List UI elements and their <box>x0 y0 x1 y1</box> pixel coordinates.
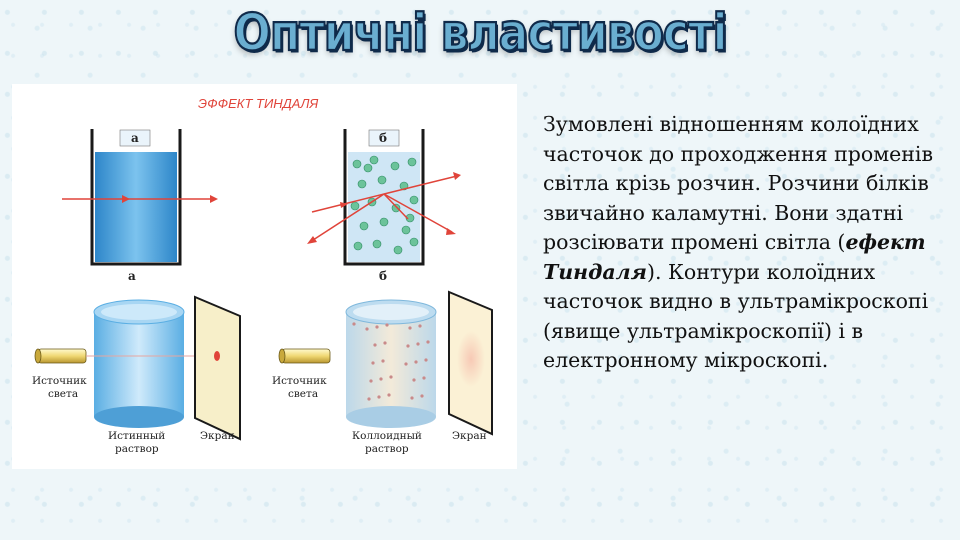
label-a-bottom: а <box>128 269 136 283</box>
colloid-particle <box>350 201 360 211</box>
colloid-dot <box>365 327 369 331</box>
description-part-2: ). Контури колоїдних часточок видно в ул… <box>543 259 929 373</box>
colloid-dot <box>375 325 379 329</box>
colloid-particle <box>377 175 387 185</box>
source-right-label: Источник света <box>272 375 330 400</box>
colloid-particle <box>401 225 411 235</box>
colloid-particle <box>369 155 379 165</box>
colloid-dot <box>420 394 424 398</box>
cylinder-true-solution <box>93 299 185 428</box>
colloid-particle <box>390 161 400 171</box>
colloid-dot <box>408 326 412 330</box>
ray-through-true-solution <box>62 195 218 203</box>
screen-left <box>194 295 241 441</box>
colloid-dot <box>387 393 391 397</box>
colloid-particle <box>363 163 373 173</box>
colloid-dot <box>352 322 356 326</box>
description-text: Зумовлені відношенням колоїдних часточок… <box>543 110 948 376</box>
colloid-dot <box>404 362 408 366</box>
light-source-right <box>278 348 331 364</box>
colloid-particle <box>352 159 362 169</box>
colloid-dot <box>389 375 393 379</box>
tyndall-effect-term: ефект Тиндаля <box>543 230 926 284</box>
colloid-dot <box>383 341 387 345</box>
colloid-dot <box>418 324 422 328</box>
tyndall-effect-figure: ЭФФЕКТ ТИНДАЛЯ а б <box>12 84 517 469</box>
colloid-particle <box>409 195 419 205</box>
colloid-particle <box>353 241 363 251</box>
screen-right-label: Экран <box>452 430 487 442</box>
figure-heading: ЭФФЕКТ ТИНДАЛЯ <box>198 96 318 111</box>
colloid-particle <box>391 203 401 213</box>
beaker-true-solution: а <box>90 129 182 266</box>
colloid-particles <box>350 155 419 255</box>
label-b-top: б <box>379 131 387 145</box>
colloid-dot <box>424 358 428 362</box>
colloid-dot <box>406 344 410 348</box>
colloid-particle <box>405 213 415 223</box>
colloid-dot <box>379 377 383 381</box>
cylinder-colloid <box>345 299 437 428</box>
colloid-particle <box>379 217 389 227</box>
colloid-dot <box>412 378 416 382</box>
scattered-rays <box>309 175 458 243</box>
colloid-dot <box>377 395 381 399</box>
light-source-left <box>34 348 87 364</box>
colloid-solution-label: Коллоидный раствор <box>352 430 425 455</box>
description-part-1: Зумовлені відношенням колоїдних часточок… <box>543 112 934 254</box>
colloid-particle <box>409 237 419 247</box>
label-a-top: а <box>131 131 139 145</box>
colloid-dot <box>369 379 373 383</box>
colloid-dot <box>371 361 375 365</box>
colloid-dot <box>422 376 426 380</box>
colloid-particle <box>357 179 367 189</box>
slide-title: Оптичні властивості <box>232 3 728 64</box>
colloid-dot <box>416 342 420 346</box>
true-solution-label: Истинный раствор <box>108 430 169 455</box>
colloid-particle <box>407 157 417 167</box>
screen-left-label: Экран <box>200 430 235 442</box>
colloid-particle <box>372 239 382 249</box>
colloid-dot <box>381 359 385 363</box>
colloid-dot <box>414 360 418 364</box>
colloid-dot <box>426 340 430 344</box>
screen-right <box>448 290 493 436</box>
colloid-dot <box>367 397 371 401</box>
colloid-dot <box>385 323 389 327</box>
source-left-label: Источник света <box>32 375 90 400</box>
colloid-dot <box>373 343 377 347</box>
beaker-colloid: б <box>343 129 425 266</box>
colloid-particle <box>393 245 403 255</box>
label-b-bottom: б <box>379 269 387 283</box>
colloid-dot <box>410 396 414 400</box>
colloid-dots <box>352 322 430 401</box>
colloid-particle <box>359 221 369 231</box>
